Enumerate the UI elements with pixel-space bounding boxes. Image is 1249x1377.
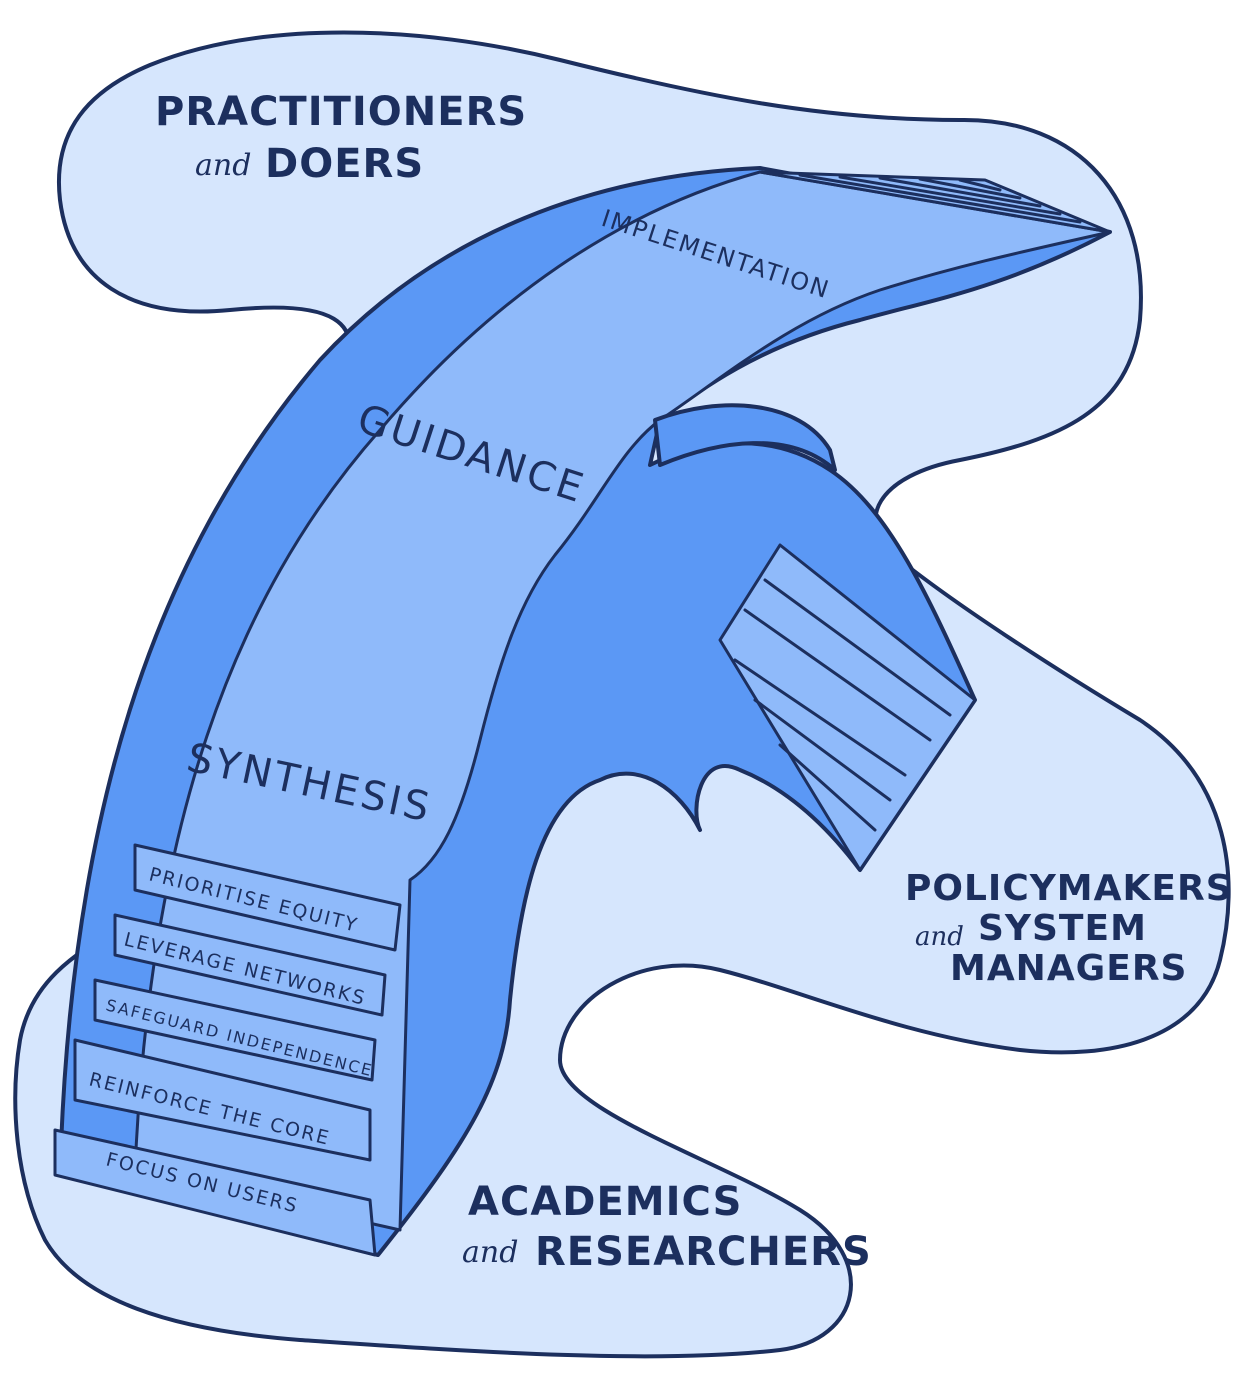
practitioners-and: and (195, 148, 251, 183)
practitioners-title: PRACTITIONERS (155, 89, 527, 135)
academics-researchers: RESEARCHERS (535, 1229, 872, 1275)
policymakers-system: SYSTEM (978, 908, 1147, 949)
academics-and: and (462, 1235, 518, 1270)
policymakers-title: POLICYMAKERS (905, 868, 1233, 909)
academics-title: ACADEMICS (468, 1179, 742, 1225)
practitioners-doers: DOERS (265, 141, 424, 187)
policymakers-managers: MANAGERS (950, 948, 1187, 989)
